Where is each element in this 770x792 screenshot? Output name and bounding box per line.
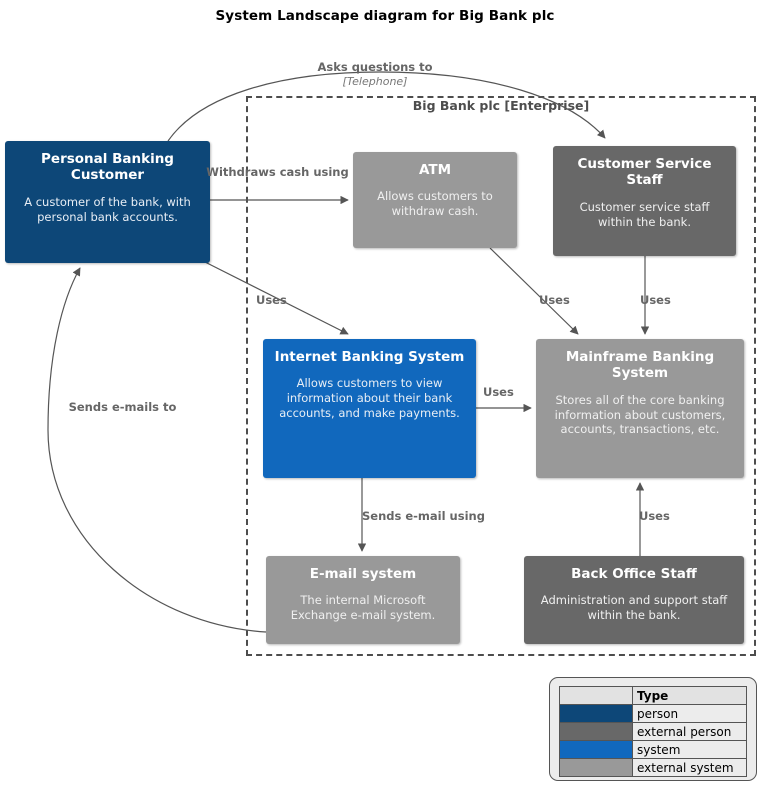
edge-label-uses-atm-to-mainframe: Uses	[539, 293, 570, 307]
legend-swatch-header	[559, 686, 633, 705]
node-back-office-staff[interactable]: Back Office Staff Administration and sup…	[524, 556, 744, 644]
legend-table: Type person external person system	[559, 686, 747, 777]
edge-label-asks-questions: Asks questions to [Telephone]	[280, 46, 470, 103]
node-description: The internal Microsoft Exchange e-mail s…	[290, 593, 436, 623]
node-title: Customer Service Staff	[577, 156, 712, 189]
edge-sends-emails-to	[47, 267, 267, 633]
edge-label-sends-email-using: Sends e-mail using	[362, 509, 485, 523]
legend-row-external-system: external system	[559, 758, 747, 777]
node-personal-banking-customer[interactable]: Personal Banking Customer A customer of …	[5, 141, 210, 263]
node-mainframe-banking-system[interactable]: Mainframe Banking System Stores all of t…	[536, 339, 744, 478]
legend-swatch-system	[559, 740, 633, 759]
node-title: Internet Banking System	[274, 349, 465, 365]
node-title: Mainframe Banking System	[565, 349, 715, 382]
edge-label-sends-emails-to: Sends e-mails to	[68, 400, 177, 414]
node-internet-banking-system[interactable]: Internet Banking System Allows customers…	[263, 339, 476, 478]
edge-label-text: Asks questions to	[317, 60, 433, 75]
node-title: ATM	[418, 162, 452, 178]
edge-label-uses-customer-to-ibs: Uses	[256, 293, 287, 307]
edge-label-uses-ibs-to-mainframe: Uses	[483, 385, 514, 399]
node-description: Customer service staff within the bank.	[579, 199, 710, 229]
legend-row-external-person: external person	[559, 722, 747, 741]
node-title: E-mail system	[309, 566, 417, 582]
page-title: System Landscape diagram for Big Bank pl…	[215, 8, 555, 24]
node-atm[interactable]: ATM Allows customers to withdraw cash.	[353, 152, 517, 248]
legend-swatch-external-person	[559, 722, 633, 741]
legend-label-external-person: external person	[632, 722, 747, 741]
edge-label-uses-bos-to-mainframe: Uses	[639, 509, 670, 523]
legend-type-header: Type	[632, 686, 747, 705]
node-description: A customer of the bank, with personal ba…	[24, 194, 191, 224]
node-customer-service-staff[interactable]: Customer Service Staff Customer service …	[553, 146, 736, 256]
legend-row-person: person	[559, 704, 747, 723]
edge-label-technology: [Telephone]	[342, 74, 408, 88]
legend-header-row: Type	[559, 686, 747, 705]
legend-label-system: system	[632, 740, 747, 759]
node-description: Allows customers to withdraw cash.	[377, 189, 493, 219]
node-email-system[interactable]: E-mail system The internal Microsoft Exc…	[266, 556, 460, 644]
legend: Type person external person system	[549, 677, 757, 781]
legend-label-person: person	[632, 704, 747, 723]
node-description: Administration and support staff within …	[540, 593, 728, 623]
node-description: Stores all of the core banking informati…	[554, 392, 726, 437]
edge-label-uses-css-to-mainframe: Uses	[640, 293, 671, 307]
legend-row-system: system	[559, 740, 747, 759]
node-title: Back Office Staff	[571, 566, 697, 582]
edge-label-withdraws-cash: Withdraws cash using	[206, 165, 349, 179]
legend-swatch-external-system	[559, 758, 633, 777]
node-description: Allows customers to view information abo…	[279, 376, 460, 420]
legend-label-external-system: external system	[632, 758, 747, 777]
node-title: Personal Banking Customer	[41, 151, 174, 184]
legend-swatch-person	[559, 704, 633, 723]
